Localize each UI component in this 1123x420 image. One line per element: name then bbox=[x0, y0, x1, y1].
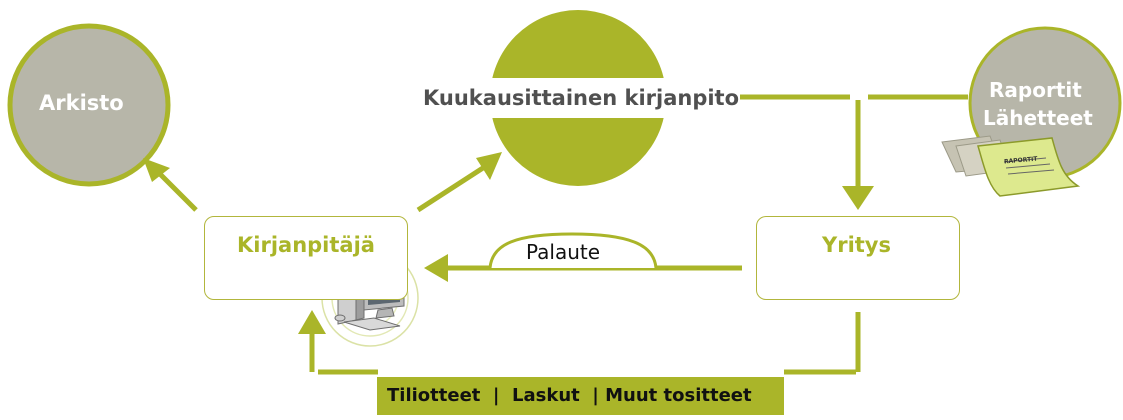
arkisto-label: Arkisto bbox=[39, 91, 124, 115]
connector-lines bbox=[156, 94, 968, 375]
arrow-to-company bbox=[842, 186, 874, 210]
arrow-to-monthly bbox=[476, 152, 502, 180]
reports-label-line2: Lähetteet bbox=[983, 106, 1093, 130]
reports-label-line1: Raportit bbox=[989, 78, 1082, 102]
arrow-to-bookkeeper bbox=[424, 254, 448, 282]
arkisto-circle bbox=[7, 23, 171, 187]
monthly-circle-gap bbox=[480, 78, 680, 118]
feedback-dome bbox=[488, 232, 658, 269]
arrow-up-bookkeeper bbox=[298, 310, 326, 334]
arrow-to-arkisto bbox=[143, 158, 170, 182]
company-box bbox=[756, 216, 960, 300]
company-label: Yritys bbox=[822, 233, 891, 257]
documents-bar-label: Tiliotteet | Laskut | Muut tositteet bbox=[387, 385, 752, 406]
bookkeeper-box bbox=[204, 216, 408, 300]
bookkeeper-label: Kirjanpitäjä bbox=[237, 233, 375, 257]
report-paper-icon bbox=[941, 135, 1081, 197]
monthly-bookkeeping-label: Kuukausittainen kirjanpito bbox=[423, 86, 740, 110]
feedback-label: Palaute bbox=[526, 240, 601, 264]
documents-bar: Tiliotteet | Laskut | Muut tositteet bbox=[377, 377, 784, 415]
